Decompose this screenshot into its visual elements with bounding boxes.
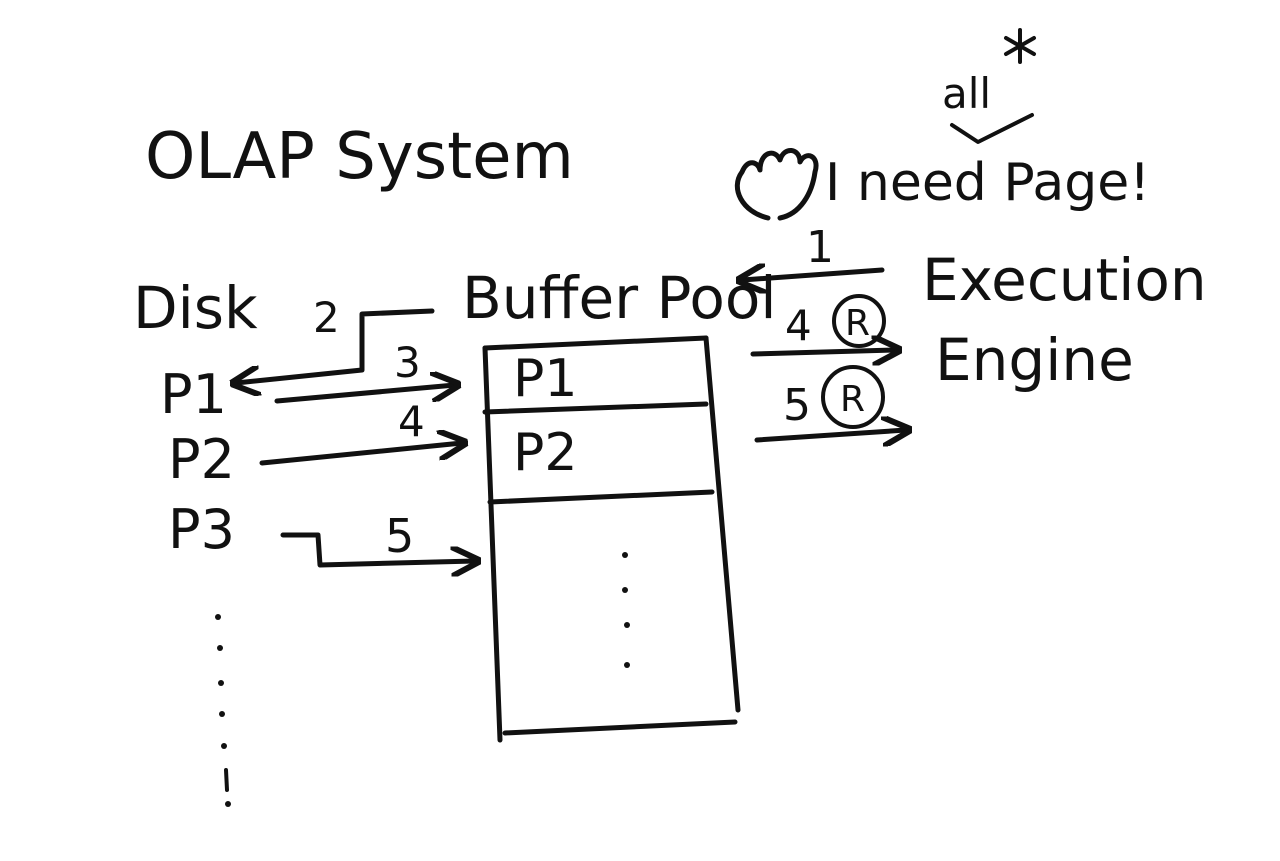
- step-1-arrow: [742, 270, 885, 280]
- return-5-label: 5: [783, 380, 811, 431]
- step-3-label: 3: [394, 338, 421, 387]
- return-4-r-circle: [832, 294, 886, 348]
- buffer-slot-p1: P1: [513, 349, 577, 409]
- asterisk-icon: [1004, 28, 1036, 64]
- step-5-label: 5: [385, 509, 414, 563]
- insert-caret: [950, 113, 1034, 144]
- step-4-label: 4: [398, 397, 425, 446]
- speech-insert-all: all: [942, 69, 991, 118]
- step-5-arrow: [280, 532, 475, 565]
- engine-label-line1: Execution: [922, 246, 1207, 314]
- step-3-arrow: [274, 385, 455, 404]
- buffer-pool-continuation-dots: [622, 552, 630, 668]
- step-4-arrow: [259, 443, 462, 466]
- disk-page-p3: P3: [168, 498, 235, 561]
- engine-label-line2: Engine: [935, 326, 1134, 394]
- disk-page-p1: P1: [160, 363, 227, 426]
- step-2-arrow: [236, 308, 435, 383]
- buffer-pool-label: Buffer Pool: [462, 264, 776, 332]
- step-1-label: 1: [806, 222, 834, 273]
- hand-icon: [734, 148, 819, 221]
- disk-label: Disk: [133, 274, 258, 342]
- buffer-pool-box: [482, 335, 741, 743]
- speech-text: I need Page!: [825, 153, 1150, 213]
- return-4-label: 4: [785, 301, 812, 350]
- return-4-r-label: R: [845, 303, 870, 344]
- return-5-r-circle: [821, 365, 885, 429]
- return-5-r-label: R: [840, 379, 865, 420]
- diagram-title: OLAP System: [145, 120, 574, 194]
- buffer-slot-p2: P2: [513, 423, 577, 483]
- disk-page-p2: P2: [168, 428, 235, 491]
- step-2-label: 2: [313, 293, 340, 342]
- return-4-arrow: [750, 350, 896, 354]
- return-5-arrow: [754, 430, 906, 440]
- disk-continuation-dots: [215, 614, 231, 807]
